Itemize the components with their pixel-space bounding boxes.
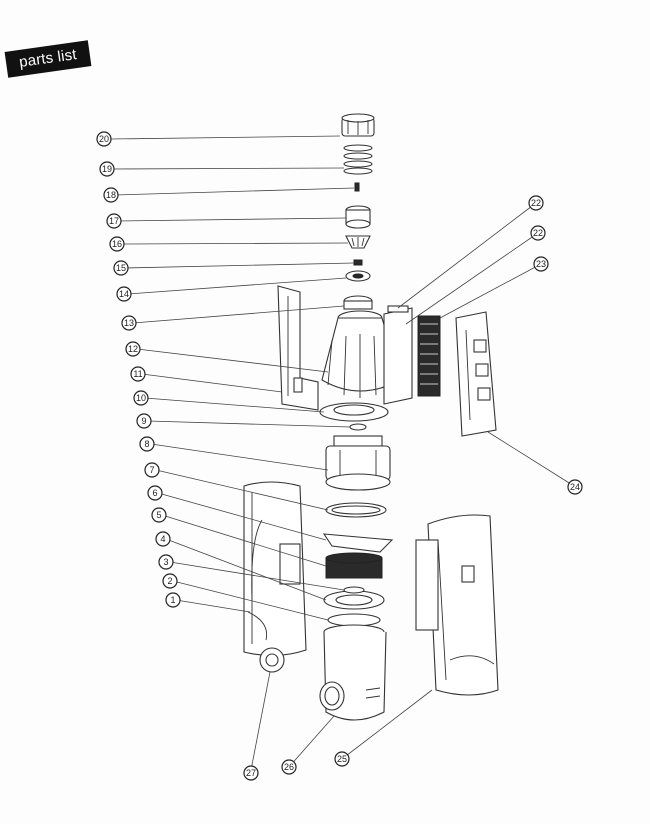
svg-text:22: 22	[533, 228, 543, 238]
callout-4: 4	[155, 531, 171, 547]
svg-text:9: 9	[141, 416, 146, 426]
callout-11: 11	[130, 366, 146, 382]
callout-2: 2	[162, 573, 178, 589]
part-9-clip	[349, 423, 367, 431]
callout-9: 9	[136, 413, 152, 429]
svg-text:23: 23	[536, 259, 546, 269]
part-12-cyclone-body	[321, 310, 401, 398]
svg-text:14: 14	[119, 289, 129, 299]
svg-text:13: 13	[124, 318, 134, 328]
callout-3: 3	[158, 554, 174, 570]
callout-23: 23	[533, 256, 549, 272]
svg-text:27: 27	[246, 768, 256, 778]
callout-26: 26	[281, 759, 297, 775]
part-15-nut	[353, 259, 363, 266]
part-3-ring	[343, 586, 365, 594]
callout-15: 15	[113, 260, 129, 276]
callout-19: 19	[99, 161, 115, 177]
part-16-impeller	[345, 235, 371, 249]
part-19-spring	[343, 144, 373, 175]
callout-1: 1	[165, 592, 181, 608]
part-20-cap	[341, 113, 375, 137]
svg-text:24: 24	[570, 482, 580, 492]
callout-10: 10	[133, 390, 149, 406]
svg-text:25: 25	[337, 754, 347, 764]
left-housing	[243, 481, 307, 673]
svg-text:8: 8	[144, 439, 149, 449]
svg-text:15: 15	[116, 263, 126, 273]
svg-text:11: 11	[133, 369, 142, 379]
svg-text:2: 2	[167, 576, 172, 586]
svg-text:26: 26	[284, 762, 294, 772]
callout-27: 27	[243, 765, 259, 781]
part-17-bushing	[345, 205, 371, 229]
part-14-ring	[345, 270, 371, 282]
part-5-filter-block	[325, 552, 383, 579]
svg-text:5: 5	[156, 510, 161, 520]
leader-lines	[110, 135, 575, 771]
svg-text:20: 20	[99, 134, 109, 144]
part-26-dust-bin	[319, 624, 387, 721]
callout-6: 6	[147, 485, 163, 501]
svg-text:16: 16	[112, 239, 122, 249]
callout-24: 24	[567, 479, 583, 495]
callout-16: 16	[109, 236, 125, 252]
callout-14: 14	[116, 286, 132, 302]
svg-text:6: 6	[152, 488, 157, 498]
svg-text:4: 4	[160, 534, 165, 544]
svg-text:22: 22	[531, 198, 541, 208]
svg-text:7: 7	[149, 465, 154, 475]
part-7-gasket	[325, 502, 387, 518]
part-13-mount	[343, 295, 373, 310]
svg-text:17: 17	[109, 216, 119, 226]
part-18-pin	[354, 182, 360, 192]
part-24-filter-cover	[455, 311, 497, 437]
callout-17: 17	[106, 213, 122, 229]
part-23-filter-pleats	[417, 315, 441, 397]
callout-25: 25	[334, 751, 350, 767]
svg-text:18: 18	[106, 190, 116, 200]
callout-13: 13	[121, 315, 137, 331]
callout-8: 8	[139, 436, 155, 452]
svg-text:19: 19	[102, 164, 112, 174]
part-2-ring	[327, 613, 381, 627]
part-11-bracket	[277, 285, 319, 411]
part-6-plate	[322, 533, 394, 553]
part-8-motor	[325, 435, 391, 491]
callout-12: 12	[125, 341, 141, 357]
svg-text:3: 3	[163, 557, 168, 567]
svg-text:12: 12	[128, 344, 138, 354]
callout-22-upper: 22	[528, 195, 544, 211]
part-25-rear-housing	[415, 514, 499, 696]
callout-18: 18	[103, 187, 119, 203]
part-22-filter-frame	[383, 305, 413, 405]
part-10-cone-filter	[319, 402, 389, 422]
callout-22-lower: 22	[530, 225, 546, 241]
callout-20: 20	[96, 131, 112, 147]
part-4-gear-ring	[323, 590, 385, 610]
callout-5: 5	[151, 507, 167, 523]
svg-text:1: 1	[170, 595, 175, 605]
svg-text:10: 10	[136, 393, 146, 403]
callout-7: 7	[144, 462, 160, 478]
